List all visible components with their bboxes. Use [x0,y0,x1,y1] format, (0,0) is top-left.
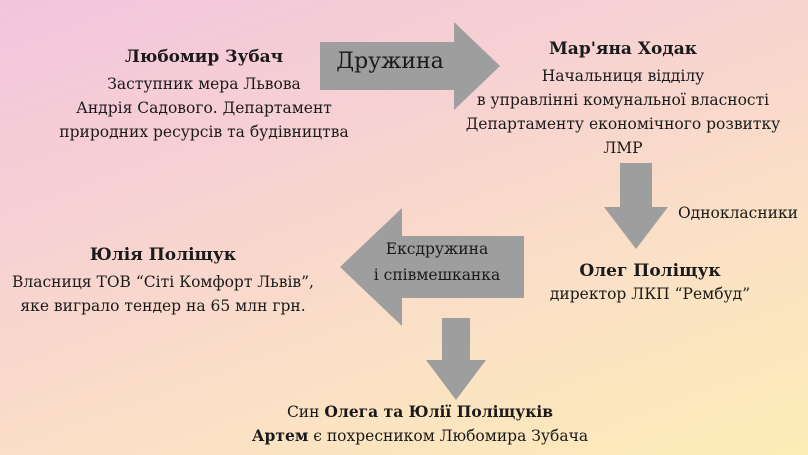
footer-line-2-rest: є похресником Любомира Зубача [308,427,589,445]
person-polishchuk-yuliia-desc-2: яке виграло тендер на 65 млн грн. [20,297,306,315]
person-khodak-desc-1: Начальниця відділу [541,67,705,85]
arrow-down-son [426,318,486,400]
arrow-down-classmates-shape [604,163,668,249]
person-khodak: Мар'яна Ходак Начальниця відділу в управ… [448,38,798,160]
footer-line-1-bold: Олега та Юлії Поліщуків [324,402,554,421]
relation-ex-wife-line-2: і співмешканка [373,266,501,284]
footer-text: Син Олега та Юлії Поліщуків Артем є похр… [200,400,640,448]
person-polishchuk-oleh: Олег Поліщук директор ЛКП “Рембуд” [520,260,780,306]
person-zubach-name: Любомир Зубач [124,47,284,67]
person-zubach-desc-1: Заступник мера Львова [107,75,301,93]
person-polishchuk-oleh-name: Олег Поліщук [579,261,721,281]
arrow-left-ex-wife [340,208,524,326]
person-polishchuk-yuliia: Юлія Поліщук Власниця ТОВ “Сіті Комфорт … [0,244,326,318]
footer-line-1: Син Олега та Юлії Поліщуків [200,400,640,424]
footer-line-2: Артем є похресником Любомира Зубача [200,424,640,448]
arrow-right-wife-shape [320,22,500,110]
person-khodak-desc-3: Департаменту економічного розвитку [465,115,781,133]
person-khodak-name: Мар'яна Ходак [548,39,697,59]
relation-wife-label: Дружина [336,49,444,74]
person-polishchuk-oleh-desc-1: директор ЛКП “Рембуд” [549,285,751,303]
person-polishchuk-yuliia-desc-1: Власниця ТОВ “Сіті Комфорт Львів”, [12,273,314,291]
arrow-right-wife [320,22,500,110]
relation-ex-wife-label: Ексдружина і співмешканка [362,238,512,286]
arrow-left-ex-wife-shape [340,208,524,326]
footer-line-1-prefix: Син [286,403,325,421]
arrow-down-classmates [604,163,668,249]
person-zubach-desc-3: природних ресурсів та будівництва [59,123,349,141]
arrow-down-son-shape [426,318,486,400]
person-zubach: Любомир Зубач Заступник мера Львова Андр… [14,46,394,144]
footer-line-2-bold: Артем [251,426,309,445]
person-zubach-desc-2: Андрія Садового. Департамент [76,99,332,117]
person-khodak-desc-4: ЛМР [603,139,643,157]
person-polishchuk-yuliia-name: Юлія Поліщук [89,245,237,265]
relation-ex-wife-line-1: Ексдружина [385,240,489,258]
relation-classmates-label: Однокласники [677,204,799,222]
person-khodak-desc-2: в управлінні комунальної власності [476,91,770,109]
